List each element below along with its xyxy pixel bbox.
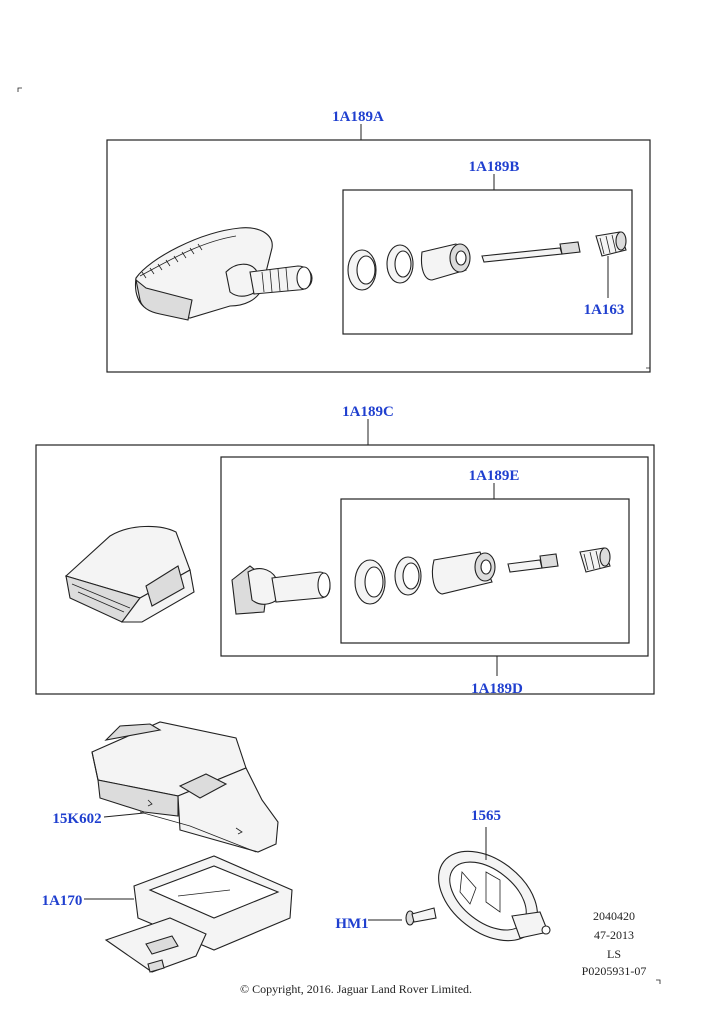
grommet-1a [347,249,377,291]
valve-core-e [507,553,559,573]
kit-1a189c-group: 1A189C 1A189D 1A189E [35,404,655,697]
kit-1a189b-box [342,189,633,335]
tpms-sensor-a [134,227,313,321]
reference-line-2: 47-2013 [594,928,634,942]
kit-1a189a-box [106,139,651,373]
kit-1a189a-label[interactable]: 1A189A [332,109,384,125]
module-15k602 [91,721,279,853]
reference-line-1: 2040420 [593,909,635,923]
reference-line-4: P0205931-07 [582,964,647,978]
kit-1a189c-box [35,444,655,695]
nut-a [420,243,471,281]
reference-line-3: LS [607,947,621,961]
valve-cap-a [595,231,627,257]
tpms-sensor-c [64,525,195,623]
plate-1565-label[interactable]: 1565 [471,808,501,824]
kit-1a189a-group: 1A189A 1A189B [106,109,651,373]
copyright-notice: © Copyright, 2016. Jaguar Land Rover Lim… [240,982,472,996]
kit-1a189d-label[interactable]: 1A189D [471,681,523,697]
module-15k602-leader [103,812,145,818]
plate-1565 [438,850,551,942]
nut-e [431,551,496,595]
valve-cap-e [579,547,611,573]
module-15k602-label[interactable]: 15K602 [52,811,101,827]
kit-1a189d-box [220,456,649,657]
bracket-1a170-label[interactable]: 1A170 [42,893,83,909]
kit-1a189b-label[interactable]: 1A189B [469,159,520,175]
kit-1a189e-box [340,498,630,644]
kit-1a189e-label[interactable]: 1A189E [469,468,520,484]
bracket-1a170 [104,855,293,973]
kit-1a189c-label[interactable]: 1A189C [342,404,394,420]
valve-stem-d [231,565,331,615]
valve-core-a [481,241,581,263]
corner-mark [17,87,22,92]
grommet-1e [354,559,386,605]
grommet-2e [394,556,422,596]
fastener-hm1-label[interactable]: HM1 [335,916,368,932]
grommet-2a [386,244,414,284]
cap-1a163-label[interactable]: 1A163 [584,302,625,318]
fastener-hm1 [405,907,437,926]
corner-mark [656,979,661,984]
